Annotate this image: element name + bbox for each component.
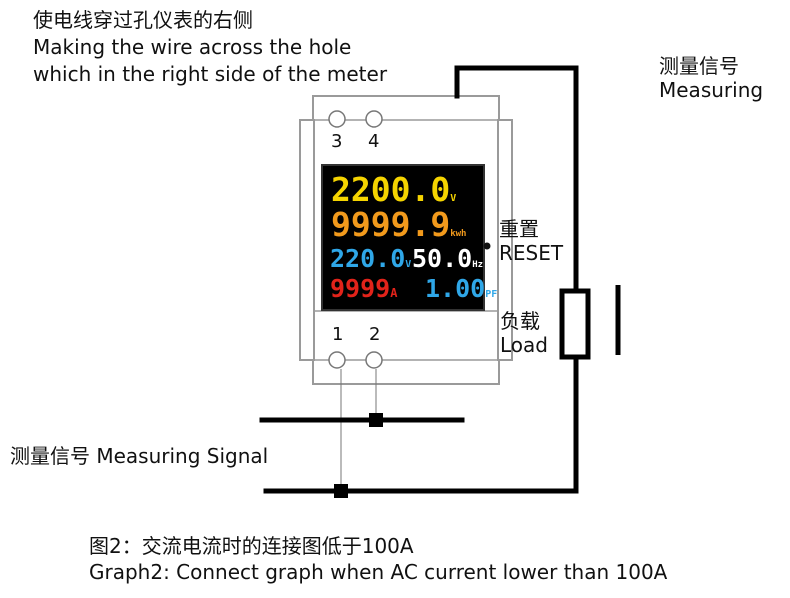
junction-1 bbox=[334, 484, 348, 498]
terminal-1-hole bbox=[328, 351, 346, 369]
load-label-en: Load bbox=[500, 333, 548, 357]
terminal-2-hole bbox=[365, 351, 383, 369]
instruction-en-line2: which in the right side of the meter bbox=[33, 62, 388, 86]
terminal-4-hole bbox=[365, 110, 383, 128]
lcd-voltage-big: 2200.0V bbox=[331, 170, 457, 209]
measuring-label-en: Measuring bbox=[659, 78, 764, 102]
measuring-label-cn: 测量信号 bbox=[659, 54, 739, 78]
load-label-cn: 负载 bbox=[500, 309, 540, 333]
lcd-voltage-small: 220.0V bbox=[330, 244, 412, 273]
load-resistor bbox=[559, 288, 591, 360]
instruction-en-line1: Making the wire across the hole bbox=[33, 35, 352, 59]
circuit-wire bbox=[259, 65, 579, 494]
terminal-4-label: 4 bbox=[368, 131, 380, 152]
terminal-1-label: 1 bbox=[332, 324, 344, 345]
reset-button[interactable] bbox=[483, 242, 491, 250]
reset-label-cn: 重置 bbox=[499, 217, 539, 241]
junction-2 bbox=[369, 413, 383, 427]
lcd-screen bbox=[321, 164, 485, 311]
terminal-3-hole bbox=[328, 110, 346, 128]
lcd-energy: 9999.9kwh bbox=[331, 205, 467, 244]
terminal-3-label: 3 bbox=[331, 131, 343, 152]
reset-label-en: RESET bbox=[499, 241, 564, 265]
terminal-2-label: 2 bbox=[369, 324, 381, 345]
measuring-signal-label: 测量信号 Measuring Signal bbox=[10, 444, 269, 468]
caption-en: Graph2: Connect graph when AC current lo… bbox=[89, 560, 668, 584]
caption-cn: 图2：交流电流时的连接图低于100A bbox=[89, 534, 414, 558]
lcd-current: 9999A bbox=[330, 274, 398, 303]
instruction-cn: 使电线穿过孔仪表的右侧 bbox=[33, 8, 253, 32]
lcd-frequency: 50.0Hz bbox=[412, 244, 484, 273]
lcd-power-factor: 1.00PF bbox=[425, 274, 498, 303]
